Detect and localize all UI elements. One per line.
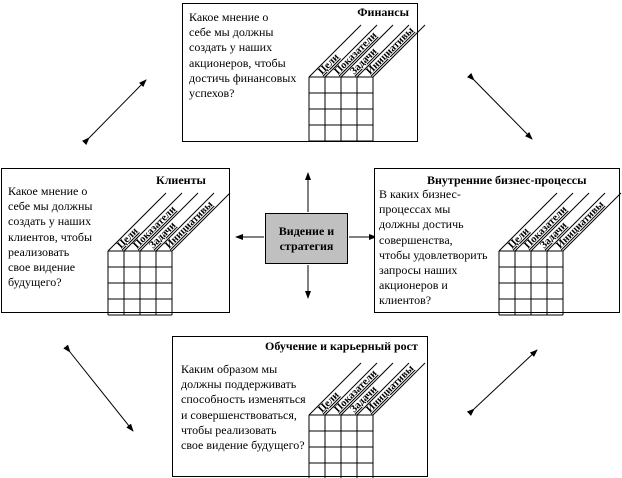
header-slant-line	[340, 362, 394, 416]
question-line: акционеров, чтобы	[189, 55, 286, 70]
header-slant-line	[123, 192, 183, 252]
question-line: совершенства,	[379, 232, 453, 247]
question-line: клиентов, чтобы	[8, 229, 93, 244]
question-line: свое видение будущего?	[181, 438, 305, 453]
arrow-diagonal-top-right	[466, 72, 533, 140]
question-line: достичь финансовых	[189, 70, 297, 85]
question-line: акционеров и	[379, 278, 448, 293]
question-line: должны достичь	[379, 217, 464, 232]
question-line: процессах мы	[379, 202, 451, 217]
question-line: создать у наших	[189, 40, 273, 55]
question-line: будущего?	[8, 275, 62, 290]
arrow-diagonal-bottom-right	[466, 349, 538, 416]
vision-strategy-box: Видение и стратегия	[265, 213, 348, 264]
header-slant-line	[308, 24, 362, 78]
question-line: Каким образом мы	[181, 362, 278, 376]
question-line: способность изменяться	[181, 392, 306, 407]
header-slant-line	[372, 24, 426, 78]
question-line: чтобы реализовать	[181, 422, 277, 437]
finance-title: Финансы	[357, 5, 409, 19]
question-line: и совершенствоваться,	[181, 407, 297, 422]
question-line: должны поддерживать	[181, 377, 297, 392]
internal-processes-title: Внутренние бизнес-процессы	[427, 173, 587, 187]
question-line: себе мы должны	[189, 25, 274, 40]
customers-title: Клиенты	[156, 173, 206, 187]
header-slant-line	[324, 362, 378, 416]
header-slant-line	[139, 192, 199, 252]
header-slant-line	[562, 192, 622, 252]
header-slant-line	[514, 192, 574, 252]
header-slant-line	[324, 24, 378, 78]
vision-strategy-line1: Видение и	[278, 223, 335, 238]
vision-strategy-line2: стратегия	[279, 238, 334, 253]
question-line: себе мы должны	[8, 199, 93, 214]
header-slant-line	[308, 362, 362, 416]
question-line: чтобы удовлетворить	[379, 247, 488, 262]
header-slant-line	[107, 192, 167, 252]
learning-title: Обучение и карьерный рост	[265, 339, 418, 353]
learning-panel: Обучение и карьерный рост Каким образом …	[172, 336, 428, 478]
header-slant-line	[356, 24, 410, 78]
header-slant-line	[530, 192, 590, 252]
question-line: В каких бизнес-	[379, 187, 461, 201]
question-line: успехов?	[189, 86, 235, 101]
question-line: Какое мнение о	[189, 10, 269, 24]
question-line: клиентов?	[379, 293, 432, 308]
question-line: создать у наших	[8, 214, 92, 229]
header-slant-line	[171, 192, 231, 252]
header-slant-line	[340, 24, 394, 78]
header-slant-line	[498, 192, 558, 252]
arrow-diagonal-top-left	[81, 79, 147, 146]
question-line: свое видение	[8, 260, 76, 275]
header-slant-line	[356, 362, 410, 416]
question-line: запросы наших	[379, 263, 458, 278]
question-line: реализовать	[8, 244, 70, 259]
header-slant-line	[546, 192, 606, 252]
header-slant-line	[372, 362, 426, 416]
internal-processes-panel: Внутренние бизнес-процессы В каких бизне…	[374, 168, 622, 316]
question-line: Какое мнение о	[8, 184, 88, 198]
arrow-diagonal-bottom-left	[63, 344, 134, 432]
header-slant-line	[155, 192, 215, 252]
